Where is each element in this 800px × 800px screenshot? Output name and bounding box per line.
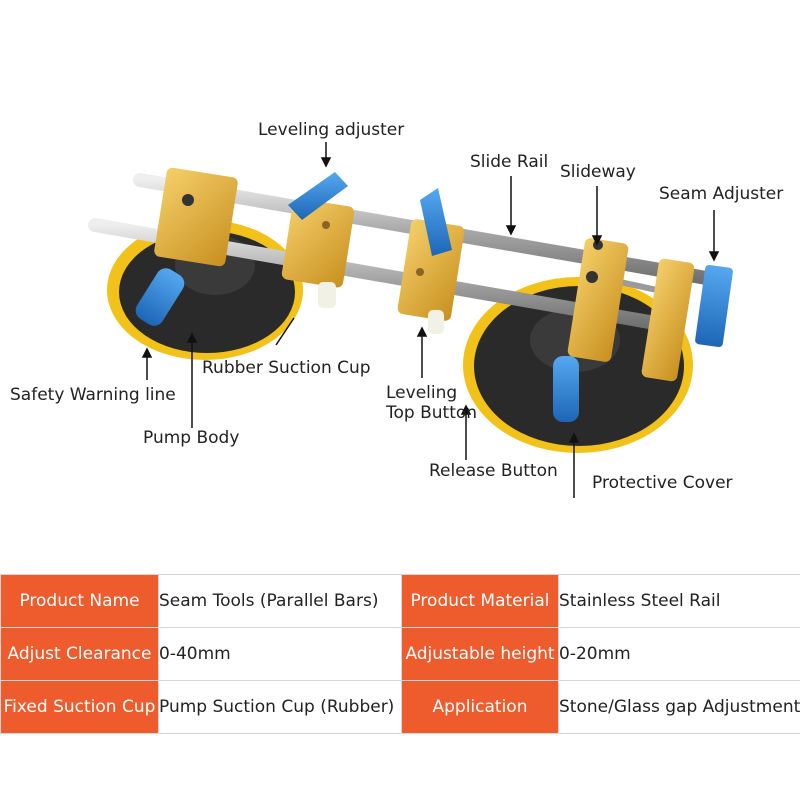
spec-value: Stainless Steel Rail [558,574,800,628]
spec-label: Product Name [0,574,159,628]
spec-label: Application [401,680,559,734]
callout-slideway: Slideway [560,162,636,182]
spec-table: Product Name Seam Tools (Parallel Bars) … [0,574,800,734]
callout-safety-warning-line: Safety Warning line [10,385,176,405]
table-row: Adjust Clearance 0-40mm Adjustable heigh… [0,627,800,681]
spec-label: Adjustable height [401,627,559,681]
callout-release-button: Release Button [429,461,558,481]
spec-value: Stone/Glass gap Adjustment [558,680,800,734]
spec-value: 0-40mm [158,627,402,681]
blue-handles [135,172,733,422]
table-row: Fixed Suction Cup Pump Suction Cup (Rubb… [0,680,800,734]
spec-label: Adjust Clearance [0,627,159,681]
product-illustration [88,142,733,498]
callout-leveling-adjuster: Leveling adjuster [258,120,405,140]
callout-arrows [141,142,720,498]
callout-slide-rail: Slide Rail [470,152,549,172]
callout-leveling-top-button: Leveling Top Button [386,383,478,423]
spec-value: Seam Tools (Parallel Bars) [158,574,402,628]
spec-value: 0-20mm [558,627,800,681]
spec-value: Pump Suction Cup (Rubber) [158,680,402,734]
spec-label: Fixed Suction Cup [0,680,159,734]
callout-rubber-suction-cup: Rubber Suction Cup [202,358,371,378]
aluminum-blocks [154,167,695,382]
callout-seam-adjuster: Seam Adjuster [659,184,784,204]
spec-label: Product Material [401,574,559,628]
callout-protective-cover: Protective Cover [592,473,733,493]
table-row: Product Name Seam Tools (Parallel Bars) … [0,574,800,628]
leveling-top-buttons [318,282,444,334]
callout-pump-body: Pump Body [143,428,240,448]
